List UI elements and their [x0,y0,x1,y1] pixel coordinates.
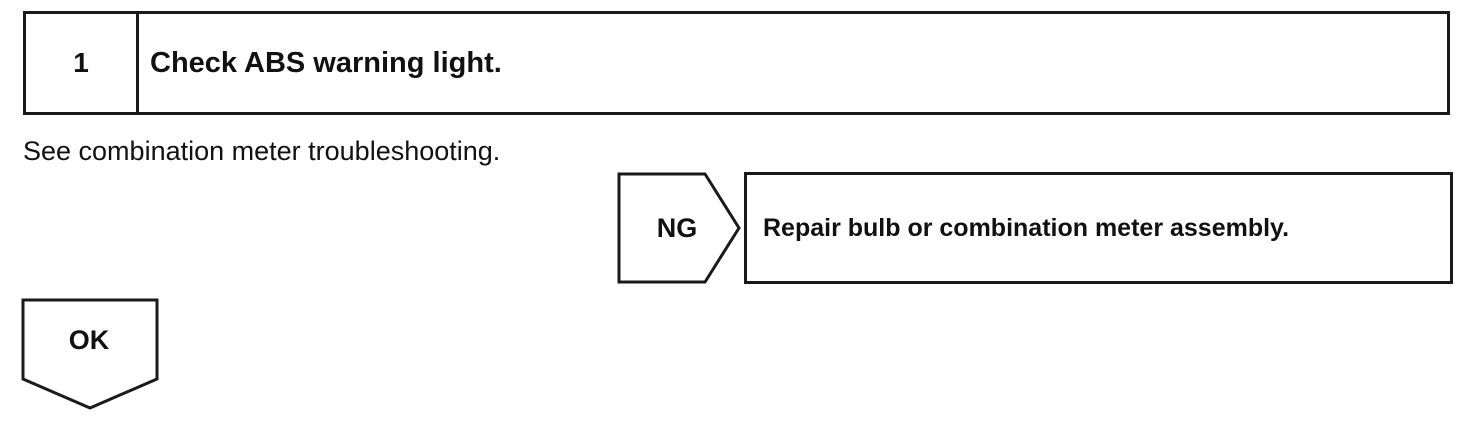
ok-arrow-shape [21,298,159,410]
step-header-box: 1 Check ABS warning light. [23,11,1450,115]
ng-action-text: Repair bulb or combination meter assembl… [763,213,1290,242]
ng-label: NG [656,212,698,243]
ng-arrow-shape [617,172,741,284]
step-title: Check ABS warning light. [150,46,502,79]
step-number: 1 [26,14,139,112]
ng-action-box: Repair bulb or combination meter assembl… [744,172,1453,284]
ok-label: OK [68,324,110,355]
instruction-text: See combination meter troubleshooting. [23,136,501,166]
